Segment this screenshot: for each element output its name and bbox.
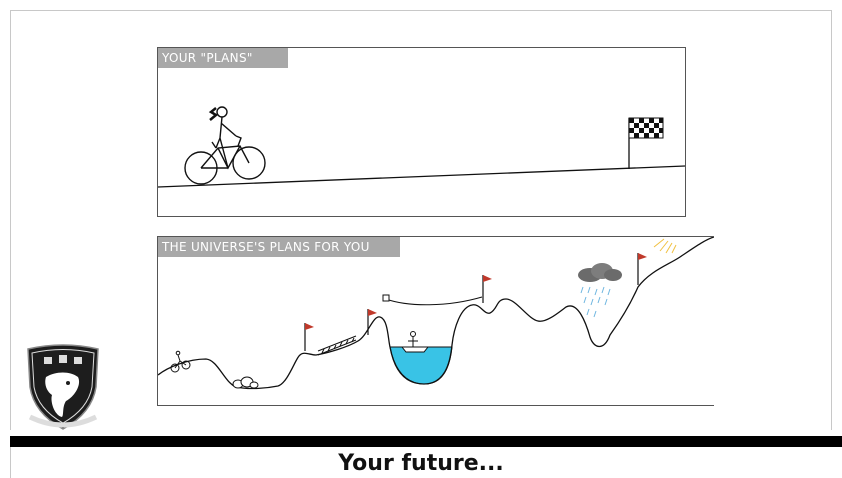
zipline (386, 297, 482, 305)
flag-icon (483, 275, 492, 303)
bicycle-rider-icon (185, 107, 265, 184)
universe-panel: THE UNIVERSE'S PLANS FOR YOU (157, 236, 714, 406)
plans-illustration (158, 48, 685, 216)
plans-panel-label: YOUR "PLANS" (158, 48, 288, 68)
crest-icon (22, 343, 104, 433)
rocks (233, 377, 258, 388)
plans-panel: YOUR "PLANS" (157, 47, 686, 217)
bicycle-rider-icon (171, 351, 190, 372)
sun-icon (654, 239, 676, 253)
flag-icon (638, 253, 647, 285)
slide-caption: Your future... (0, 451, 842, 476)
universe-illustration (158, 237, 714, 405)
universe-panel-label: THE UNIVERSE'S PLANS FOR YOU (158, 237, 400, 257)
rain-cloud-icon (578, 263, 622, 317)
flag-icon (305, 323, 314, 351)
lake (390, 347, 452, 384)
bottom-bar (10, 436, 842, 447)
checkered-flag-icon (629, 118, 663, 169)
straight-road (158, 166, 685, 187)
boat-icon (402, 332, 428, 353)
